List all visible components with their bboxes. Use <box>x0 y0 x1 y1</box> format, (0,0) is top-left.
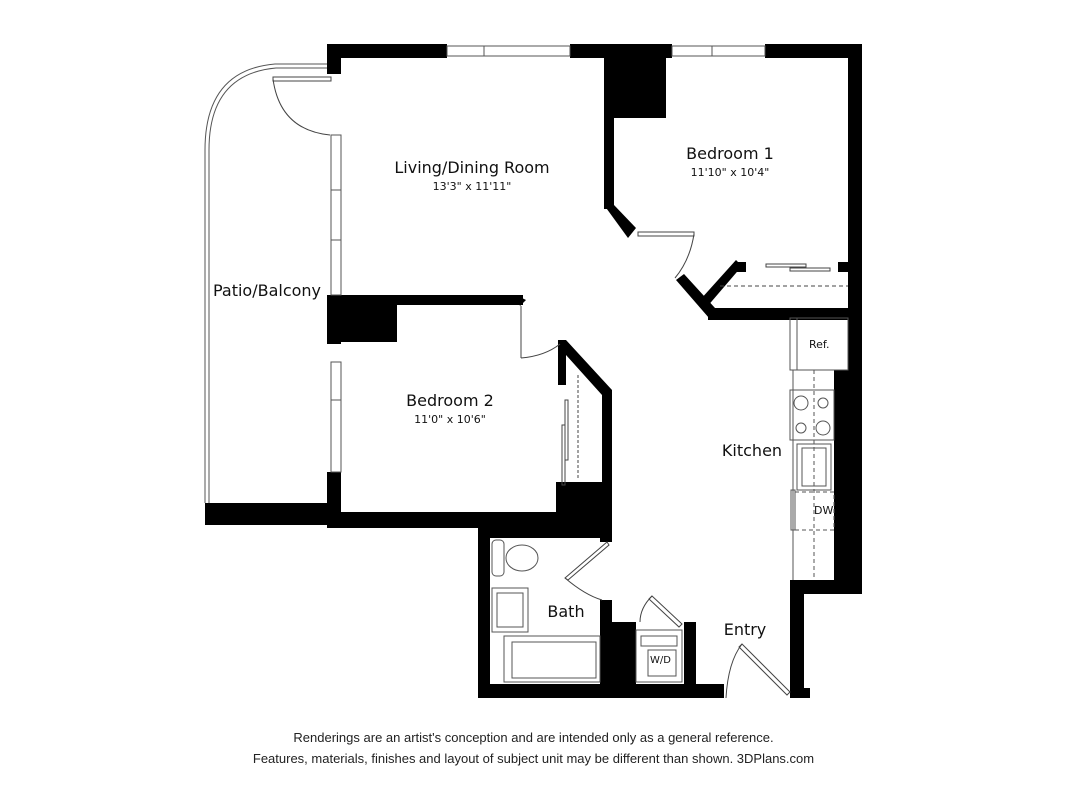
room-label-bath: Bath <box>538 602 594 622</box>
room-dimensions: 11'10" x 10'4" <box>690 166 770 179</box>
room-name: Bedroom 1 <box>686 144 774 163</box>
patio-outline <box>204 63 327 503</box>
washer-dryer-label: W/D <box>650 655 671 666</box>
room-name: Living/Dining Room <box>394 158 550 177</box>
bath-fixtures <box>491 539 683 683</box>
room-name: Entry <box>723 620 767 639</box>
room-dimensions: 11'0" x 10'6" <box>414 413 486 426</box>
room-label-bedroom1: Bedroom 1 11'10" x 10'4" <box>670 144 790 180</box>
room-name: Kitchen <box>721 441 783 460</box>
dishwasher-label: DW <box>814 504 834 517</box>
room-label-kitchen: Kitchen <box>712 441 792 461</box>
room-label-entry: Entry <box>715 620 775 640</box>
disclaimer-line-2: Features, materials, finishes and layout… <box>252 751 815 766</box>
room-name: Bath <box>547 602 585 621</box>
refrigerator-label: Ref. <box>809 338 830 351</box>
kitchen-fixtures <box>789 317 849 580</box>
windows <box>330 45 766 473</box>
room-name: Bedroom 2 <box>406 391 494 410</box>
room-label-patio: Patio/Balcony <box>210 281 324 301</box>
room-dimensions: 13'3" x 11'11" <box>432 180 512 193</box>
disclaimer-line-1: Renderings are an artist's conception an… <box>293 730 774 745</box>
doors <box>272 76 848 699</box>
room-name: Patio/Balcony <box>212 281 322 300</box>
walls <box>205 44 862 698</box>
room-label-bedroom2: Bedroom 2 11'0" x 10'6" <box>390 391 510 427</box>
room-label-living: Living/Dining Room 13'3" x 11'11" <box>372 158 572 194</box>
